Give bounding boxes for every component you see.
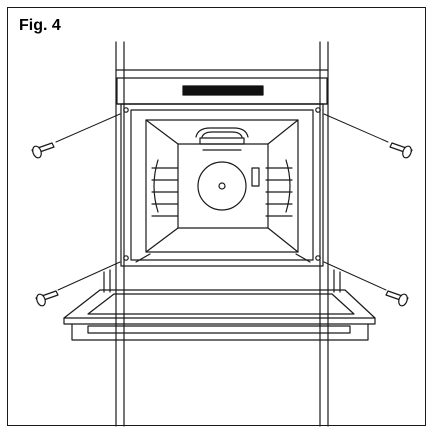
cabinet-left-panel [115, 41, 125, 427]
cabinet-right-panel [319, 41, 329, 427]
figure-label: Fig. 4 [19, 17, 61, 34]
frame-screw-hole [315, 107, 321, 113]
frame-screw-hole [123, 255, 129, 261]
left-shelf-rack [151, 159, 179, 217]
frame-screw-hole [315, 255, 321, 261]
frame-screw-hole [123, 107, 129, 113]
oven-door-open [63, 253, 376, 341]
screw-bottom-left [35, 261, 121, 307]
screw-top-right [323, 113, 413, 159]
oven-front-frame [120, 103, 324, 267]
oven-control-panel [116, 77, 328, 105]
screw-top-left [31, 113, 121, 159]
figure-frame [7, 7, 426, 426]
screw-bottom-right [323, 261, 409, 307]
grill-heating-element [195, 127, 249, 151]
oven-cavity [145, 119, 299, 253]
fan-cover [197, 161, 260, 211]
right-shelf-rack [265, 159, 293, 217]
